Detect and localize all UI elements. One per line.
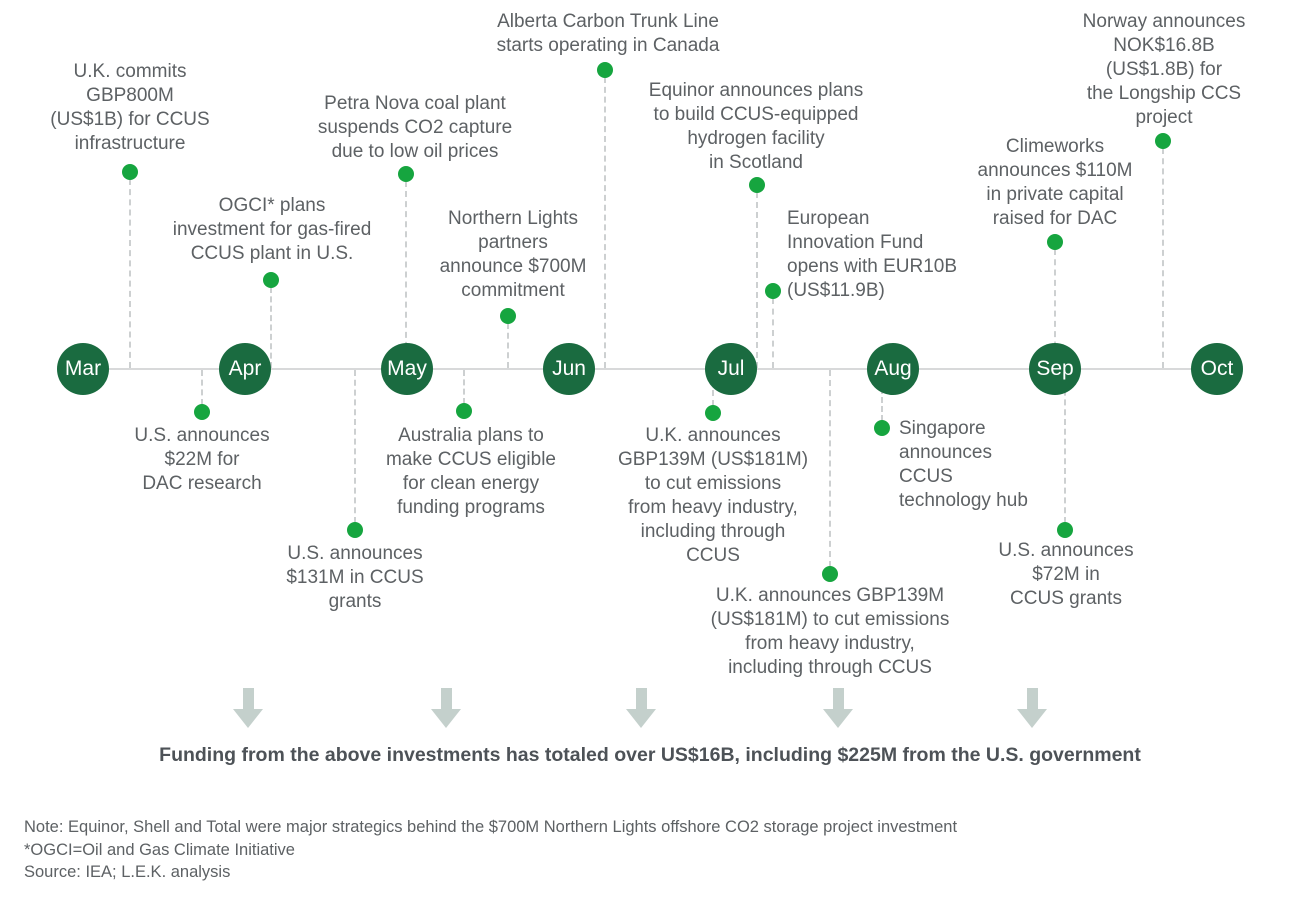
month-node-jul: Jul (705, 343, 757, 395)
timeline-axis (83, 368, 1217, 370)
month-node-sep: Sep (1029, 343, 1081, 395)
footnotes: Note: Equinor, Shell and Total were majo… (24, 816, 957, 884)
event-connector (354, 370, 356, 523)
event-label-northern-lights-700m: Northern Lights partners announce $700M … (439, 208, 587, 301)
event-dot (194, 404, 210, 420)
event-dot (122, 164, 138, 180)
event-label-us-22m-dac-research: U.S. announces $22M for DAC research (134, 425, 270, 494)
event-dot (822, 566, 838, 582)
event-dot (705, 405, 721, 421)
event-label-european-innovation-fund: European Innovation Fund opens with EUR1… (787, 208, 958, 301)
month-node-jun: Jun (543, 343, 595, 395)
event-dot (1047, 234, 1063, 250)
down-arrow-icon (823, 688, 853, 728)
event-label-norway-longship: Norway announces NOK$16.8B (US$1.8B) for… (1082, 11, 1246, 128)
event-connector (201, 370, 203, 405)
event-label-uk-gbp139m-second: U.K. announces GBP139M (US$181M) to cut … (710, 585, 950, 678)
down-arrow-icon (431, 688, 461, 728)
event-label-ogci-gas-fired-plant: OGCI* plans investment for gas-fired CCU… (172, 195, 372, 264)
event-dot (597, 62, 613, 78)
event-dot (765, 283, 781, 299)
event-label-uk-gbp139m-first: U.K. announces GBP139M (US$181M) to cut … (617, 425, 809, 566)
event-label-equinor-hydrogen-scotland: Equinor announces plans to build CCUS-eq… (648, 80, 864, 173)
down-arrow-icon (233, 688, 263, 728)
event-connector (772, 298, 774, 368)
event-label-australia-ccus-eligible: Australia plans to make CCUS eligible fo… (385, 425, 556, 518)
event-dot (749, 177, 765, 193)
footnote-source: Source: IEA; L.E.K. analysis (24, 863, 231, 881)
down-arrow-icon (626, 688, 656, 728)
event-dot (500, 308, 516, 324)
event-dot (1057, 522, 1073, 538)
month-node-apr: Apr (219, 343, 271, 395)
down-arrow-icon (1017, 688, 1047, 728)
month-node-may: May (381, 343, 433, 395)
event-connector (1054, 249, 1056, 368)
event-dot (263, 272, 279, 288)
event-connector (829, 370, 831, 567)
event-connector (604, 77, 606, 368)
event-connector (1162, 148, 1164, 368)
month-node-aug: Aug (867, 343, 919, 395)
event-dot (347, 522, 363, 538)
event-label-singapore-ccus-hub: Singapore announces CCUS technology hub (899, 418, 1028, 511)
event-dot (456, 403, 472, 419)
event-dot (398, 166, 414, 182)
event-connector (129, 179, 131, 368)
event-label-us-131m-ccus-grants: U.S. announces $131M in CCUS grants (286, 543, 424, 612)
month-node-oct: Oct (1191, 343, 1243, 395)
event-connector (270, 287, 272, 368)
footnote-note: Note: Equinor, Shell and Total were majo… (24, 818, 958, 836)
event-connector (405, 181, 407, 368)
event-label-petra-nova-suspends: Petra Nova coal plant suspends CO2 captu… (317, 93, 513, 162)
event-connector (507, 323, 509, 368)
event-dot (1155, 133, 1171, 149)
funding-summary: Funding from the above investments has t… (159, 744, 1141, 766)
footnote-ogci-definition: *OGCI=Oil and Gas Climate Initiative (24, 840, 295, 859)
event-connector (756, 192, 758, 368)
event-connector (1064, 370, 1066, 523)
event-connector (463, 370, 465, 404)
event-label-climeworks-dac-110m: Climeworks announces $110M in private ca… (977, 136, 1133, 229)
event-label-us-72m-ccus-grants: U.S. announces $72M in CCUS grants (998, 540, 1134, 609)
event-label-uk-ccus-infrastructure: U.K. commits GBP800M (US$1B) for CCUS in… (50, 61, 210, 154)
event-dot (874, 420, 890, 436)
event-label-alberta-carbon-trunk-line: Alberta Carbon Trunk Line starts operati… (496, 11, 720, 56)
event-connector (881, 370, 883, 421)
month-node-mar: Mar (57, 343, 109, 395)
